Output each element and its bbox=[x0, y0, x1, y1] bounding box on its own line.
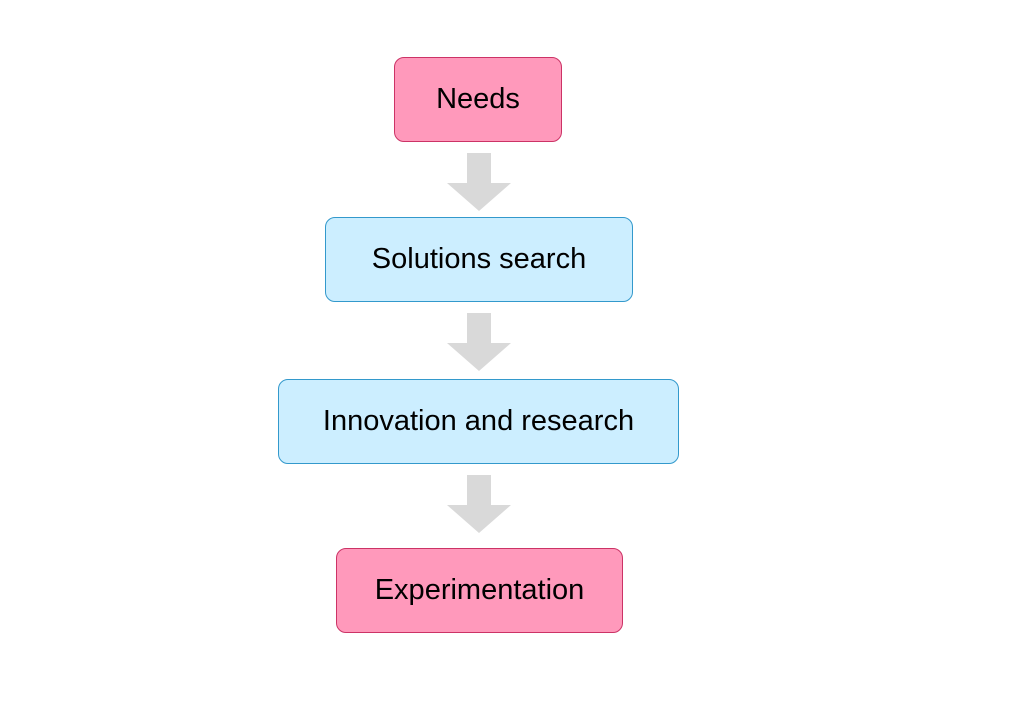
arrow-needs-to-solutions bbox=[447, 153, 511, 211]
arrow-solutions-to-innovation bbox=[447, 313, 511, 371]
node-solutions-search: Solutions search bbox=[325, 217, 633, 302]
arrow-innovation-to-experimentation bbox=[447, 475, 511, 533]
node-experimentation-label: Experimentation bbox=[374, 574, 585, 606]
node-solutions-search-label: Solutions search bbox=[371, 243, 587, 275]
node-innovation-research-label: Innovation and research bbox=[322, 405, 635, 437]
node-needs-label: Needs bbox=[436, 83, 520, 115]
node-needs: Needs bbox=[394, 57, 562, 142]
node-innovation-research: Innovation and research bbox=[278, 379, 679, 464]
node-experimentation: Experimentation bbox=[336, 548, 623, 633]
